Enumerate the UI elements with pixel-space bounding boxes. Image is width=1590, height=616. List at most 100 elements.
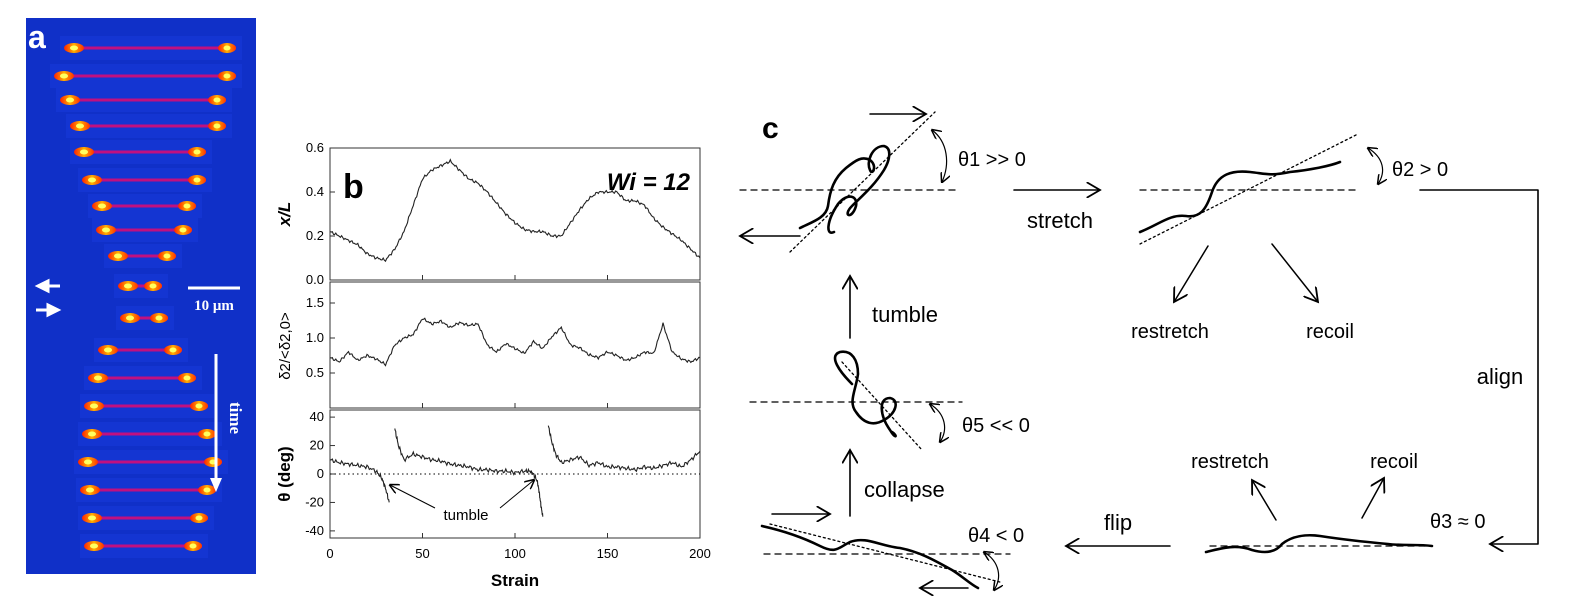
dna-blob-core: [86, 487, 94, 493]
shear-arrows: [34, 278, 62, 318]
theta-series-segment: [394, 428, 544, 517]
x-tick-label: 150: [597, 546, 619, 561]
series-line: [329, 317, 701, 367]
bot-ylabel: θ (deg): [275, 446, 294, 501]
dna-frames: [50, 36, 242, 558]
y-tick-label: 0.6: [306, 140, 324, 155]
dna-blob-core: [88, 177, 96, 183]
dna-blob-core: [193, 177, 201, 183]
recoil-arrow-bottom: [1361, 478, 1384, 519]
dna-blob-core: [102, 227, 110, 233]
theta-series-segment: [329, 458, 390, 503]
x-tick-label: 0: [326, 546, 333, 561]
dna-blob-core: [213, 97, 221, 103]
y-tick-label: 20: [310, 438, 324, 453]
dna-blob-core: [60, 73, 68, 79]
dna-blob-core: [94, 375, 102, 381]
restretch-arrow-top: [1174, 245, 1209, 302]
flip-label: flip: [1104, 510, 1132, 535]
y-tick-label: 0.2: [306, 228, 324, 243]
align-arrow: [1419, 189, 1539, 544]
wi-label: Wi = 12: [607, 169, 691, 196]
dna-blob-core: [183, 203, 191, 209]
dna-blob-core: [203, 487, 211, 493]
dna-blob-core: [179, 227, 187, 233]
theta2-label: θ2 > 0: [1392, 159, 1448, 181]
dna-blob-core: [114, 253, 122, 259]
x-tick-label: 200: [689, 546, 711, 561]
panel-b-letter: b: [343, 168, 364, 206]
dna-blob-core: [155, 315, 163, 321]
dna-blob-core: [193, 149, 201, 155]
stretch-label: stretch: [1027, 208, 1093, 233]
tumble-pointer-left: [390, 485, 436, 509]
dna-blob-core: [90, 403, 98, 409]
dna-blob-core: [104, 347, 112, 353]
tumble-label: tumble: [872, 302, 938, 327]
y-tick-label: 40: [310, 409, 324, 424]
y-tick-label: 0.4: [306, 184, 324, 199]
dna-blob-core: [98, 203, 106, 209]
state-stretched-tilted: [740, 112, 961, 253]
panel-a-letter: a: [28, 19, 46, 55]
y-tick-label: 0.5: [306, 365, 324, 380]
theta4-label: θ4 < 0: [968, 525, 1024, 547]
theta5-label: θ5 << 0: [962, 415, 1030, 437]
dna-blob-core: [76, 123, 84, 129]
x-tick-label: 100: [504, 546, 526, 561]
dna-blob-core: [213, 123, 221, 129]
dna-blob-core: [149, 283, 157, 289]
plot-mid-frame: [329, 281, 701, 409]
dna-blob-core: [183, 375, 191, 381]
tumble-annotation: tumble: [443, 507, 488, 524]
dna-blob-core: [203, 431, 211, 437]
state-collapsed: [749, 350, 963, 451]
y-tick-label: 0: [317, 466, 324, 481]
dna-blob-core: [163, 253, 171, 259]
panel-c-letter: c: [762, 112, 779, 145]
top-ylabel: x/L: [275, 202, 294, 228]
mid-ylabel: δ2/<δ2,0>: [277, 312, 294, 380]
scale-label: 10 μm: [194, 298, 234, 314]
dna-blob-core: [70, 45, 78, 51]
y-tick-label: 1.5: [306, 295, 324, 310]
microscopy-panel: 10 μm time a: [26, 18, 256, 574]
recoil-arrow-top: [1271, 243, 1318, 302]
tumble-pointer-right: [499, 480, 534, 509]
dna-blob-core: [126, 315, 134, 321]
dna-blob-core: [124, 283, 132, 289]
dna-blob-core: [80, 149, 88, 155]
dna-blob-core: [195, 515, 203, 521]
theta-series-segment: [547, 425, 701, 473]
time-arrow: [210, 354, 222, 492]
state-stretched: [1138, 133, 1383, 245]
collapse-label: collapse: [864, 477, 945, 502]
dna-blob-core: [66, 97, 74, 103]
dna-blob-core: [90, 543, 98, 549]
y-tick-label: -40: [305, 523, 324, 538]
align-label: align: [1477, 364, 1523, 389]
x-axis-label: Strain: [491, 571, 539, 590]
state-flipped: [760, 514, 1011, 590]
y-tick-label: 0.0: [306, 272, 324, 287]
plot-lines: [329, 158, 701, 517]
tumbling-cycle-diagram: c θ1 >> 0 stretch θ2 > 0 restretch recoi…: [740, 112, 1539, 590]
x-tick-label: 50: [415, 546, 429, 561]
dna-blob-core: [88, 431, 96, 437]
y-tick-label: -20: [305, 494, 324, 509]
series-line: [329, 158, 701, 263]
dna-blob-core: [88, 515, 96, 521]
state-aligned: [1204, 533, 1434, 554]
dna-blob-core: [223, 73, 231, 79]
restretch-arrow-bottom: [1252, 480, 1277, 521]
dna-blob-core: [84, 459, 92, 465]
dna-blob-core: [189, 543, 197, 549]
recoil-label-top: recoil: [1306, 321, 1354, 343]
theta3-label: θ3 ≈ 0: [1430, 511, 1485, 533]
dna-blob-core: [169, 347, 177, 353]
microscopy-image: 10 μm time a: [28, 19, 245, 558]
recoil-label-bottom: recoil: [1370, 451, 1418, 473]
